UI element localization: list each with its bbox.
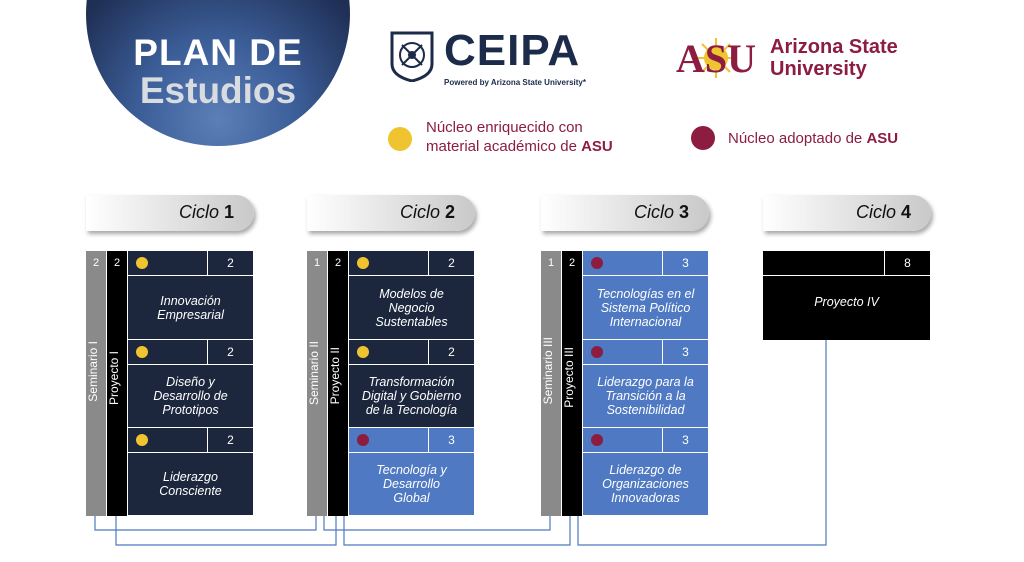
cycle-1-label: Ciclo 1 <box>178 202 234 222</box>
maroon-dot-icon <box>591 434 603 446</box>
seminar-1-label: Seminario I <box>86 341 100 402</box>
cycle-1-header: Ciclo 1 <box>86 195 254 231</box>
course-name: Proyecto IV <box>814 295 879 309</box>
legend-maroon-dot-icon <box>691 126 715 150</box>
legend-adopted-text: Núcleo adoptado de <box>728 130 867 147</box>
gold-dot-icon <box>357 346 369 358</box>
course-proyecto-iv: 8 Proyecto IV <box>763 251 930 340</box>
legend-gold-dot-icon <box>388 127 412 151</box>
connector-project-3-4 <box>577 340 827 546</box>
project-1-credits: 2 <box>113 257 121 269</box>
course-credits: 2 <box>207 340 253 364</box>
legend-adopted-asu: ASU <box>866 130 899 147</box>
connector-seminar-2-3 <box>323 516 551 531</box>
connector-project-2-3 <box>343 516 571 546</box>
course-credits: 2 <box>207 428 253 452</box>
ceipa-crest-icon <box>390 31 434 82</box>
asu-name-line-1: Arizona State <box>770 36 898 58</box>
cycle-2-label: Ciclo 2 <box>399 202 455 222</box>
project-3-bar: 2 Proyecto III <box>562 251 582 516</box>
cycle-2-header: Ciclo 2 <box>307 195 475 231</box>
seminar-1-bar: 2 Seminario I <box>86 251 106 516</box>
title-line-1: PLAN DE <box>133 32 303 73</box>
course-credits: 3 <box>662 428 708 452</box>
title-line-2: Estudios <box>139 70 297 111</box>
seminar-2-credits: 1 <box>313 257 321 269</box>
course-credits: 3 <box>662 251 708 275</box>
gold-dot-icon <box>136 257 148 269</box>
cycle-3-header: Ciclo 3 <box>541 195 709 231</box>
cycle-4-label: Ciclo 4 <box>855 202 911 222</box>
legend-enriched-line-2: material académico de ASU <box>426 137 613 156</box>
connector-seminar-1-2 <box>94 516 317 531</box>
seminar-2-label: Seminario II <box>307 341 321 406</box>
ceipa-name: CEIPA <box>444 26 581 75</box>
legend-enriched-line-1: Núcleo enriquecido con <box>426 119 583 136</box>
legend-enriched-asu: ASU <box>581 138 613 155</box>
asu-logo: ASU Arizona State University <box>668 34 928 84</box>
maroon-dot-icon <box>591 346 603 358</box>
ceipa-logo: CEIPA Powered by Arizona State Universit… <box>388 26 618 92</box>
project-3-credits: 2 <box>568 257 576 269</box>
seminar-1-credits: 2 <box>92 257 100 269</box>
cycle-4-header: Ciclo 4 <box>763 195 931 231</box>
project-1-label: Proyecto I <box>107 351 121 406</box>
legend-adopted-label: Núcleo adoptado de ASU <box>728 129 898 148</box>
seminar-3-credits: 1 <box>547 257 555 269</box>
cycle-3-label: Ciclo 3 <box>633 202 689 222</box>
project-2-bar: 2 Proyecto II <box>328 251 348 516</box>
gold-dot-icon <box>136 346 148 358</box>
legend-enriched-line-2-text: material académico de <box>426 138 582 155</box>
project-1-bar: 2 Proyecto I <box>107 251 127 516</box>
gold-dot-icon <box>357 257 369 269</box>
legend-enriched-label: Núcleo enriquecido con material académic… <box>426 118 613 156</box>
course-credits: 2 <box>207 251 253 275</box>
course-credits: 3 <box>662 340 708 364</box>
asu-name: Arizona State University <box>770 36 898 80</box>
maroon-dot-icon <box>591 257 603 269</box>
course-credits: 2 <box>428 251 474 275</box>
project-2-label: Proyecto II <box>328 347 342 405</box>
course-credits: 8 <box>884 251 930 275</box>
seminar-3-label: Seminario III <box>541 337 555 405</box>
course-credits: 2 <box>428 340 474 364</box>
ceipa-powered-by: Powered by Arizona State University* <box>444 78 586 87</box>
project-3-label: Proyecto III <box>562 347 576 408</box>
asu-mark-text: ASU <box>676 36 756 80</box>
asu-sunburst-icon: ASU <box>676 36 756 80</box>
gold-dot-icon <box>136 434 148 446</box>
seminar-3-bar: 1 Seminario III <box>541 251 561 516</box>
seminar-2-bar: 1 Seminario II <box>307 251 327 516</box>
course-credits: 3 <box>428 428 474 452</box>
project-2-credits: 2 <box>334 257 342 269</box>
asu-name-line-2: University <box>770 58 867 80</box>
maroon-dot-icon <box>357 434 369 446</box>
